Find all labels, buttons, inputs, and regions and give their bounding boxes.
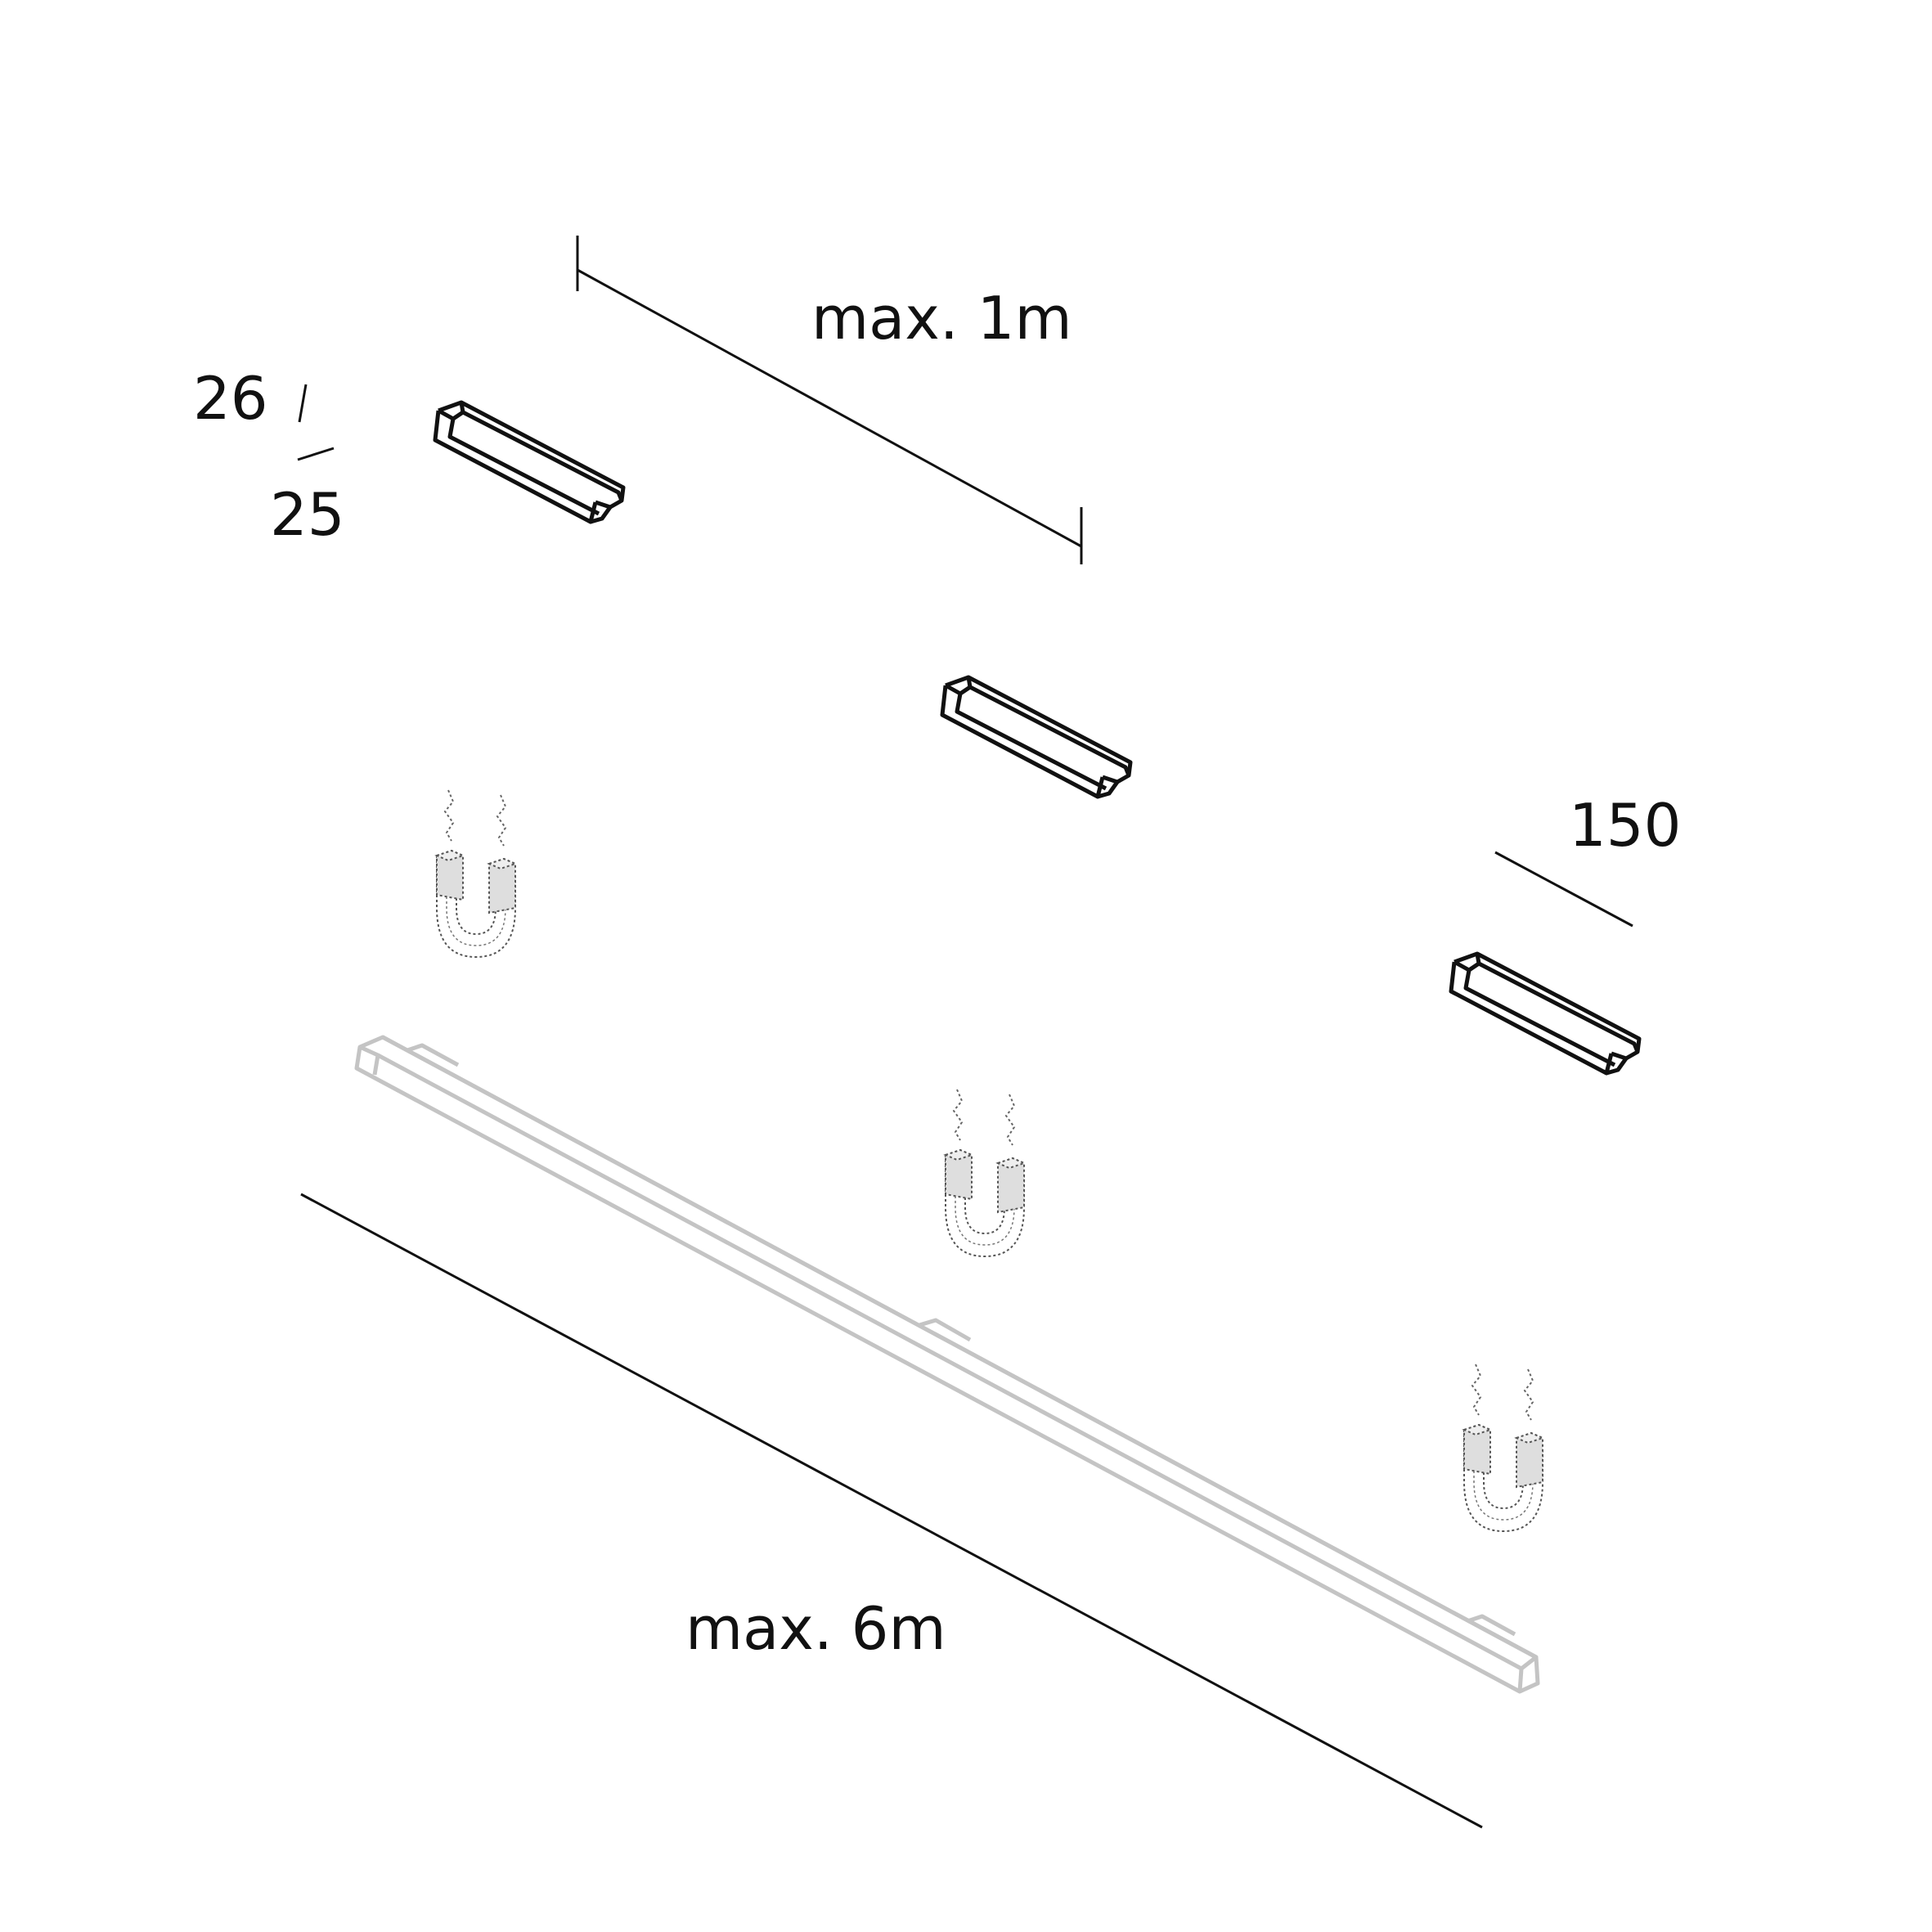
label-max-6m: max. 6m (685, 1594, 946, 1663)
mounting-clip-2 (942, 677, 1130, 797)
magnet-icon (946, 1090, 1024, 1256)
led-profile-rail (354, 1035, 1540, 1694)
dimension-clip-length: 150 (1494, 791, 1681, 928)
label-dim-150: 150 (1569, 791, 1681, 860)
label-dim-25: 25 (270, 480, 345, 549)
mounting-clip-1 (435, 402, 623, 522)
dimension-max-1m: max. 1m (576, 236, 1083, 564)
label-dim-26: 26 (193, 364, 268, 433)
magnet-icon (1464, 1364, 1543, 1531)
mounting-clip-3 (1451, 954, 1639, 1073)
dimension-max-6m: max. 6m (300, 1193, 1483, 1829)
dimension-profile-section: 26 25 (193, 364, 345, 549)
label-max-1m: max. 1m (811, 284, 1072, 353)
magnet-icon (437, 790, 515, 957)
